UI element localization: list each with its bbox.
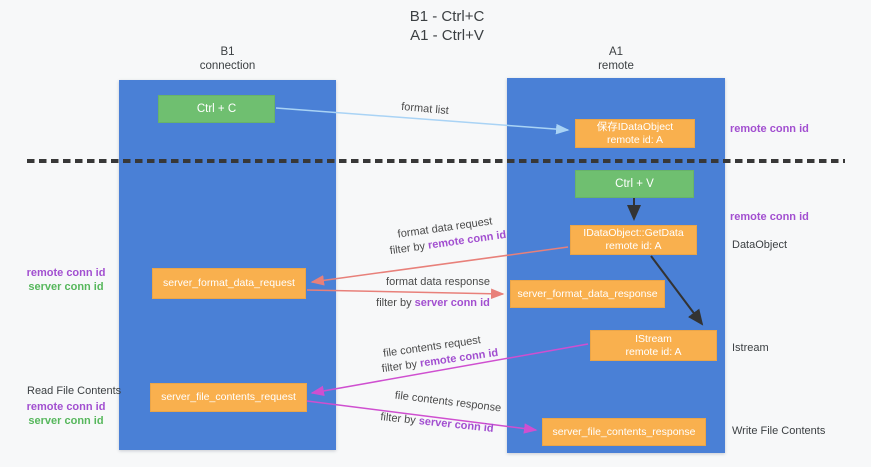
diagram-title: B1 - Ctrl+C A1 - Ctrl+V xyxy=(260,7,634,45)
format-data-response-label: format data response xyxy=(386,276,490,288)
left-server-conn-id-label-2: server conn id xyxy=(28,415,104,427)
left-column-role: connection xyxy=(199,60,256,72)
saved-dataobject-node: 保存IDataObject remote id: A xyxy=(575,119,695,148)
istream-line2: remote id: A xyxy=(625,345,682,358)
file-contents-response-filter-label: filter by server conn id xyxy=(380,411,494,435)
idataobject-getdata-node: IDataObject::GetData remote id: A xyxy=(570,225,697,255)
right-column-role: remote xyxy=(598,60,634,72)
istream-line1: IStream xyxy=(635,332,672,345)
left-conn-id-group: remote conn id server conn id xyxy=(20,266,112,294)
left-remote-conn-id-label-2: remote conn id xyxy=(26,401,106,413)
title-line-1: B1 - Ctrl+C xyxy=(409,8,485,25)
file-contents-response-label: file contents response xyxy=(394,389,502,415)
getdata-line2: remote id: A xyxy=(605,240,662,252)
saved-dataobject-line2: remote id: A xyxy=(606,133,664,146)
left-remote-conn-id-label: remote conn id xyxy=(26,267,106,279)
server-file-contents-request-label: server_file_contents_request xyxy=(161,391,296,403)
right-column-name: A1 xyxy=(608,46,624,58)
server-file-contents-response-label: server_file_contents_response xyxy=(552,425,696,438)
format-list-label: format list xyxy=(400,100,450,118)
left-column-name: B1 xyxy=(220,46,235,58)
write-file-contents-label: Write File Contents xyxy=(732,425,826,437)
getdata-line1: IDataObject::GetData xyxy=(583,227,684,239)
left-column-header: B1 connection xyxy=(119,45,336,73)
istream-node: IStream remote id: A xyxy=(590,330,717,361)
filter-by-text: filter by xyxy=(376,297,415,309)
server-format-data-request-node: server_format_data_request xyxy=(152,268,306,299)
server-conn-id-key: server conn id xyxy=(418,415,495,435)
server-format-data-response-node: server_format_data_response xyxy=(510,280,665,308)
remote-conn-id-top-label: remote conn id xyxy=(730,123,809,135)
ctrl-v-node: Ctrl + V xyxy=(575,170,694,198)
dataobject-label: DataObject xyxy=(732,239,788,251)
remote-conn-id-mid-label: remote conn id xyxy=(730,211,809,223)
istream-side-label: Istream xyxy=(732,342,769,354)
right-column-header: A1 remote xyxy=(507,45,725,73)
server-file-contents-response-node: server_file_contents_response xyxy=(542,418,706,446)
server-conn-id-key: server conn id xyxy=(414,297,490,309)
left-conn-id-group-bottom: remote conn id server conn id xyxy=(20,400,112,428)
filter-by-text: filter by xyxy=(379,411,420,428)
server-format-data-request-label: server_format_data_request xyxy=(163,277,295,289)
session-divider-dashed-line xyxy=(27,159,845,163)
title-line-2: A1 - Ctrl+V xyxy=(410,27,484,44)
saved-dataobject-line1: 保存IDataObject xyxy=(596,120,674,133)
server-file-contents-request-node: server_file_contents_request xyxy=(150,383,307,412)
format-data-response-filter-label: filter by server conn id xyxy=(376,297,490,309)
ctrl-v-label: Ctrl + V xyxy=(615,178,654,190)
filter-by-text: filter by xyxy=(381,357,421,376)
left-server-conn-id-label: server conn id xyxy=(28,281,104,293)
ctrl-c-label: Ctrl + C xyxy=(196,103,237,115)
ctrl-c-node: Ctrl + C xyxy=(158,95,275,123)
read-file-contents-label: Read File Contents xyxy=(27,385,122,397)
server-format-data-response-label: server_format_data_response xyxy=(517,287,658,300)
filter-by-text: filter by xyxy=(389,239,429,258)
format-data-response-arrow xyxy=(306,288,505,300)
